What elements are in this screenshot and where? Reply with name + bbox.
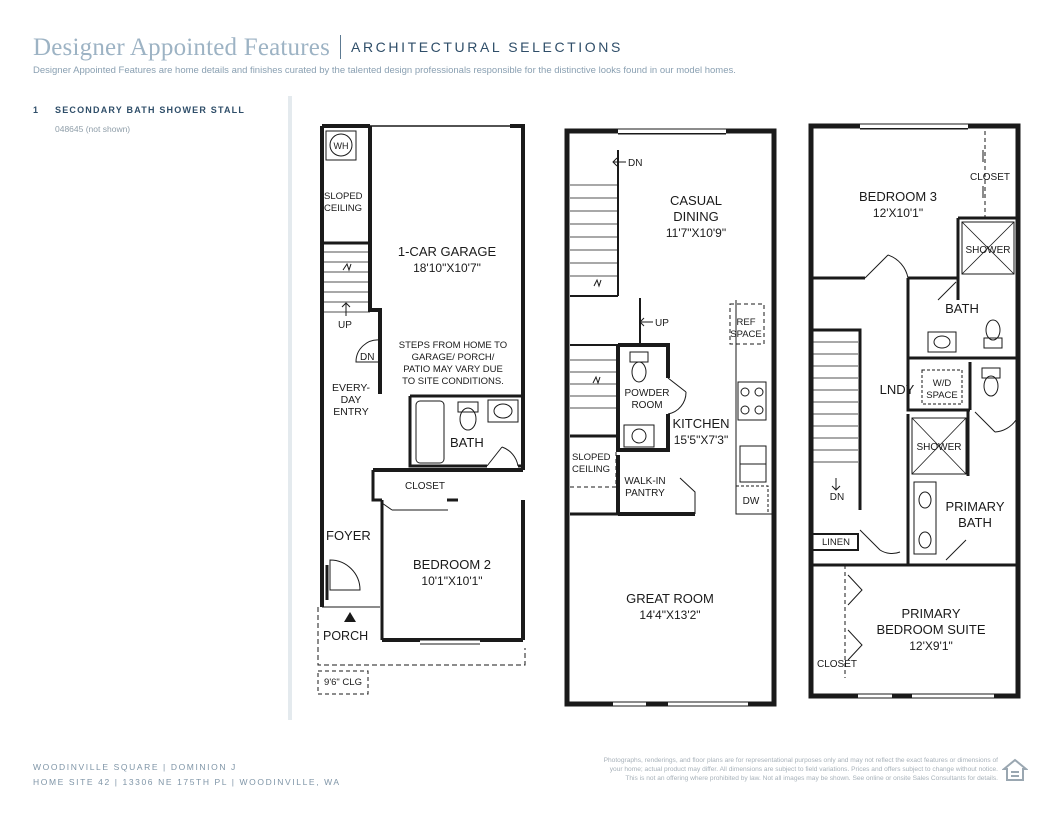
feature-name: SECONDARY BATH SHOWER STALL	[55, 105, 246, 115]
casual-dining-name-1: CASUAL	[670, 193, 722, 208]
primary-suite-name-1: PRIMARY	[902, 606, 961, 621]
up-label-2: UP	[655, 318, 669, 329]
dn-label-3: DN	[830, 492, 844, 503]
bedroom-3-dim: 12'X10'1"	[873, 206, 923, 220]
wd-space-label-1: W/D	[933, 378, 952, 389]
steps-note-2: GARAGE/ PORCH/	[412, 352, 495, 363]
sloped-ceiling-label-1: SLOPED	[324, 191, 363, 202]
bath-label: BATH	[450, 435, 484, 450]
sloped-ceiling-label-3: SLOPED	[572, 452, 611, 463]
entry-label-1: EVERY-	[332, 382, 370, 394]
steps-note-1: STEPS FROM HOME TO	[399, 340, 507, 351]
ref-space-label-1: REF	[737, 317, 756, 328]
divider-bar	[288, 96, 292, 720]
garage-dim: 18'10"X10'7"	[413, 261, 481, 275]
up-label: UP	[338, 320, 352, 331]
powder-room-label-1: POWDER	[625, 388, 670, 399]
foyer-label: FOYER	[326, 528, 371, 543]
disclaimer-line-2: your home; actual product may differ. Al…	[609, 766, 998, 773]
casual-dining-name-2: DINING	[673, 209, 719, 224]
garage-name: 1-CAR GARAGE	[398, 244, 497, 259]
footer-address: WOODINVILLE SQUARE | DOMINION J HOME SIT…	[33, 760, 341, 790]
primary-bath-name-1: PRIMARY	[946, 499, 1005, 514]
level-3-labels: CLOSET BEDROOM 3 12'X10'1" SHOWER BATH L…	[817, 172, 1011, 670]
wd-space-label-2: SPACE	[926, 390, 958, 401]
powder-room-label-2: ROOM	[631, 400, 662, 411]
disclaimer-line-1: Photographs, renderings, and floor plans…	[603, 757, 998, 764]
shower-top-label: SHOWER	[966, 245, 1011, 256]
ceiling-height-label: 9'6" CLG	[324, 677, 362, 688]
floor-plans: WH SLOPED CEILING 1-CAR GARAGE 18'10"X10…	[317, 123, 1021, 707]
bedroom-3-name: BEDROOM 3	[859, 189, 937, 204]
bath-3-label: BATH	[945, 301, 979, 316]
level-3-plan	[808, 123, 1021, 699]
laundry-label: LNDY	[880, 382, 915, 397]
dw-label: DW	[743, 496, 760, 507]
entry-label-3: ENTRY	[333, 406, 368, 418]
disclaimer-line-3: This is not an offering where prohibited…	[625, 775, 998, 782]
casual-dining-dim: 11'7"X10'9"	[666, 226, 726, 240]
page-subtitle: ARCHITECTURAL SELECTIONS	[351, 39, 623, 55]
great-room-dim: 14'4"X13'2"	[639, 608, 700, 622]
footer-community: WOODINVILLE SQUARE | DOMINION J	[33, 762, 237, 772]
sloped-ceiling-label-2: CEILING	[324, 203, 362, 214]
porch-label: PORCH	[323, 629, 368, 643]
dn-label-2: DN	[628, 158, 642, 169]
kitchen-name: KITCHEN	[672, 416, 729, 431]
shower-mid-label: SHOWER	[917, 442, 962, 453]
primary-suite-name-2: BEDROOM SUITE	[876, 622, 985, 637]
footer-home-site: HOME SITE 42 | 13306 NE 175TH PL | WOODI…	[33, 777, 341, 787]
title-divider	[340, 35, 342, 59]
feature-number: 1	[33, 105, 40, 115]
steps-note-3: PATIO MAY VARY DUE	[403, 364, 503, 375]
level-1-plan	[317, 124, 526, 695]
equal-housing-icon	[1002, 758, 1028, 781]
great-room-name: GREAT ROOM	[626, 591, 714, 606]
closet-label: CLOSET	[405, 481, 445, 492]
wh-label: WH	[334, 141, 349, 151]
walk-in-pantry-label-1: WALK-IN	[624, 476, 665, 487]
ref-space-label-2: SPACE	[730, 329, 762, 340]
bedroom-2-dim: 10'1"X10'1"	[421, 574, 482, 588]
header: Designer Appointed Features ARCHITECTURAL…	[33, 34, 623, 62]
level-1-labels: WH SLOPED CEILING 1-CAR GARAGE 18'10"X10…	[323, 141, 507, 688]
kitchen-dim: 15'5"X7'3"	[674, 433, 728, 447]
closet-top-label: CLOSET	[970, 172, 1010, 183]
feature-item: 1 SECONDARY BATH SHOWER STALL 048645 (not…	[33, 100, 245, 134]
bedroom-2-name: BEDROOM 2	[413, 557, 491, 572]
entry-label-2: DAY	[341, 394, 362, 406]
level-2-plan	[564, 128, 777, 707]
feature-code: 048645 (not shown)	[55, 124, 131, 134]
steps-note-4: TO SITE CONDITIONS.	[402, 376, 504, 387]
primary-bath-name-2: BATH	[958, 515, 992, 530]
level-2-labels: DN CASUAL DINING 11'7"X10'9" UP REF SPAC…	[572, 158, 762, 622]
footer-disclaimer: Photographs, renderings, and floor plans…	[480, 756, 998, 783]
linen-label: LINEN	[822, 537, 850, 548]
closet-bottom-label: CLOSET	[817, 659, 857, 670]
page-title: Designer Appointed Features	[33, 34, 331, 61]
walk-in-pantry-label-2: PANTRY	[625, 488, 665, 499]
dn-label: DN	[360, 352, 374, 363]
primary-suite-dim: 12'X9'1"	[909, 639, 953, 653]
intro-text: Designer Appointed Features are home det…	[33, 65, 736, 76]
sloped-ceiling-label-4: CEILING	[572, 464, 610, 475]
